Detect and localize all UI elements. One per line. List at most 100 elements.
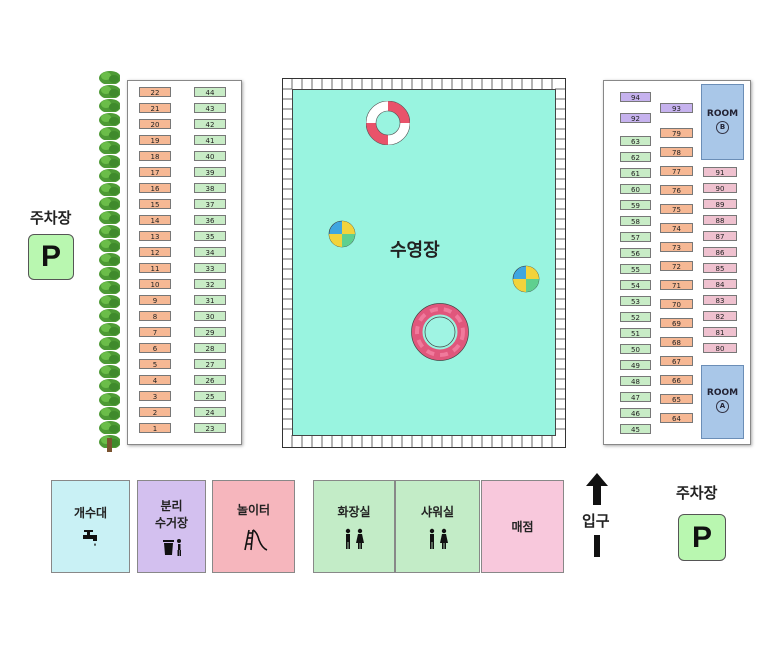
- campsite-71[interactable]: 71: [660, 280, 693, 290]
- campsite-22[interactable]: 22: [139, 87, 171, 97]
- water-station[interactable]: 개수대: [51, 480, 130, 573]
- campsite-7[interactable]: 7: [139, 327, 171, 337]
- campsite-63[interactable]: 63: [620, 136, 651, 146]
- campsite-20[interactable]: 20: [139, 119, 171, 129]
- campsite-68[interactable]: 68: [660, 337, 693, 347]
- campsite-41[interactable]: 41: [194, 135, 226, 145]
- campsite-34[interactable]: 34: [194, 247, 226, 257]
- campsite-44[interactable]: 44: [194, 87, 226, 97]
- campsite-16[interactable]: 16: [139, 183, 171, 193]
- campsite-11[interactable]: 11: [139, 263, 171, 273]
- campsite-65[interactable]: 65: [660, 394, 693, 404]
- campsite-24[interactable]: 24: [194, 407, 226, 417]
- campsite-36[interactable]: 36: [194, 215, 226, 225]
- campsite-19[interactable]: 19: [139, 135, 171, 145]
- campsite-27[interactable]: 27: [194, 359, 226, 369]
- campsite-9[interactable]: 9: [139, 295, 171, 305]
- campsite-85[interactable]: 85: [703, 263, 737, 273]
- campsite-74[interactable]: 74: [660, 223, 693, 233]
- campsite-82[interactable]: 82: [703, 311, 737, 321]
- shower-room[interactable]: 샤워실: [395, 480, 480, 573]
- campsite-42[interactable]: 42: [194, 119, 226, 129]
- campsite-31[interactable]: 31: [194, 295, 226, 305]
- campsite-77[interactable]: 77: [660, 166, 693, 176]
- campsite-50[interactable]: 50: [620, 344, 651, 354]
- campsite-67[interactable]: 67: [660, 356, 693, 366]
- campsite-91[interactable]: 91: [703, 167, 737, 177]
- campsite-26[interactable]: 26: [194, 375, 226, 385]
- campsite-15[interactable]: 15: [139, 199, 171, 209]
- campsite-28[interactable]: 28: [194, 343, 226, 353]
- campsite-35[interactable]: 35: [194, 231, 226, 241]
- recycling-area[interactable]: 분리 수거장: [137, 480, 206, 573]
- campsite-37[interactable]: 37: [194, 199, 226, 209]
- campsite-38[interactable]: 38: [194, 183, 226, 193]
- campsite-89[interactable]: 89: [703, 199, 737, 209]
- campsite-29[interactable]: 29: [194, 327, 226, 337]
- restroom[interactable]: 화장실: [313, 480, 395, 573]
- campsite-18[interactable]: 18: [139, 151, 171, 161]
- campsite-47[interactable]: 47: [620, 392, 651, 402]
- campsite-64[interactable]: 64: [660, 413, 693, 423]
- campsite-70[interactable]: 70: [660, 299, 693, 309]
- campsite-92[interactable]: 92: [620, 113, 651, 123]
- campsite-48[interactable]: 48: [620, 376, 651, 386]
- campsite-5[interactable]: 5: [139, 359, 171, 369]
- campsite-80[interactable]: 80: [703, 343, 737, 353]
- campsite-81[interactable]: 81: [703, 327, 737, 337]
- campsite-52[interactable]: 52: [620, 312, 651, 322]
- campsite-79[interactable]: 79: [660, 128, 693, 138]
- campsite-40[interactable]: 40: [194, 151, 226, 161]
- campsite-43[interactable]: 43: [194, 103, 226, 113]
- campsite-60[interactable]: 60: [620, 184, 651, 194]
- campsite-12[interactable]: 12: [139, 247, 171, 257]
- campsite-33[interactable]: 33: [194, 263, 226, 273]
- campsite-58[interactable]: 58: [620, 216, 651, 226]
- campsite-30[interactable]: 30: [194, 311, 226, 321]
- campsite-55[interactable]: 55: [620, 264, 651, 274]
- campsite-94[interactable]: 94: [620, 92, 651, 102]
- campsite-3[interactable]: 3: [139, 391, 171, 401]
- campsite-72[interactable]: 72: [660, 261, 693, 271]
- campsite-46[interactable]: 46: [620, 408, 651, 418]
- campsite-1[interactable]: 1: [139, 423, 171, 433]
- campsite-4[interactable]: 4: [139, 375, 171, 385]
- campsite-51[interactable]: 51: [620, 328, 651, 338]
- campsite-59[interactable]: 59: [620, 200, 651, 210]
- campsite-56[interactable]: 56: [620, 248, 651, 258]
- campsite-86[interactable]: 86: [703, 247, 737, 257]
- campsite-88[interactable]: 88: [703, 215, 737, 225]
- campsite-73[interactable]: 73: [660, 242, 693, 252]
- campsite-21[interactable]: 21: [139, 103, 171, 113]
- campsite-69[interactable]: 69: [660, 318, 693, 328]
- room-b[interactable]: ROOM B: [701, 84, 744, 160]
- campsite-54[interactable]: 54: [620, 280, 651, 290]
- room-a[interactable]: ROOM A: [701, 365, 744, 439]
- campsite-76[interactable]: 76: [660, 185, 693, 195]
- campsite-78[interactable]: 78: [660, 147, 693, 157]
- campsite-83[interactable]: 83: [703, 295, 737, 305]
- campsite-53[interactable]: 53: [620, 296, 651, 306]
- campsite-23[interactable]: 23: [194, 423, 226, 433]
- campsite-2[interactable]: 2: [139, 407, 171, 417]
- campsite-45[interactable]: 45: [620, 424, 651, 434]
- campsite-61[interactable]: 61: [620, 168, 651, 178]
- campsite-10[interactable]: 10: [139, 279, 171, 289]
- campsite-32[interactable]: 32: [194, 279, 226, 289]
- campsite-39[interactable]: 39: [194, 167, 226, 177]
- campsite-90[interactable]: 90: [703, 183, 737, 193]
- campsite-17[interactable]: 17: [139, 167, 171, 177]
- playground[interactable]: 놀이터: [212, 480, 295, 573]
- campsite-49[interactable]: 49: [620, 360, 651, 370]
- campsite-87[interactable]: 87: [703, 231, 737, 241]
- campsite-6[interactable]: 6: [139, 343, 171, 353]
- campsite-75[interactable]: 75: [660, 204, 693, 214]
- campsite-66[interactable]: 66: [660, 375, 693, 385]
- campsite-14[interactable]: 14: [139, 215, 171, 225]
- campsite-62[interactable]: 62: [620, 152, 651, 162]
- campsite-13[interactable]: 13: [139, 231, 171, 241]
- campsite-8[interactable]: 8: [139, 311, 171, 321]
- campsite-84[interactable]: 84: [703, 279, 737, 289]
- campsite-93[interactable]: 93: [660, 103, 693, 113]
- store[interactable]: 매점: [481, 480, 564, 573]
